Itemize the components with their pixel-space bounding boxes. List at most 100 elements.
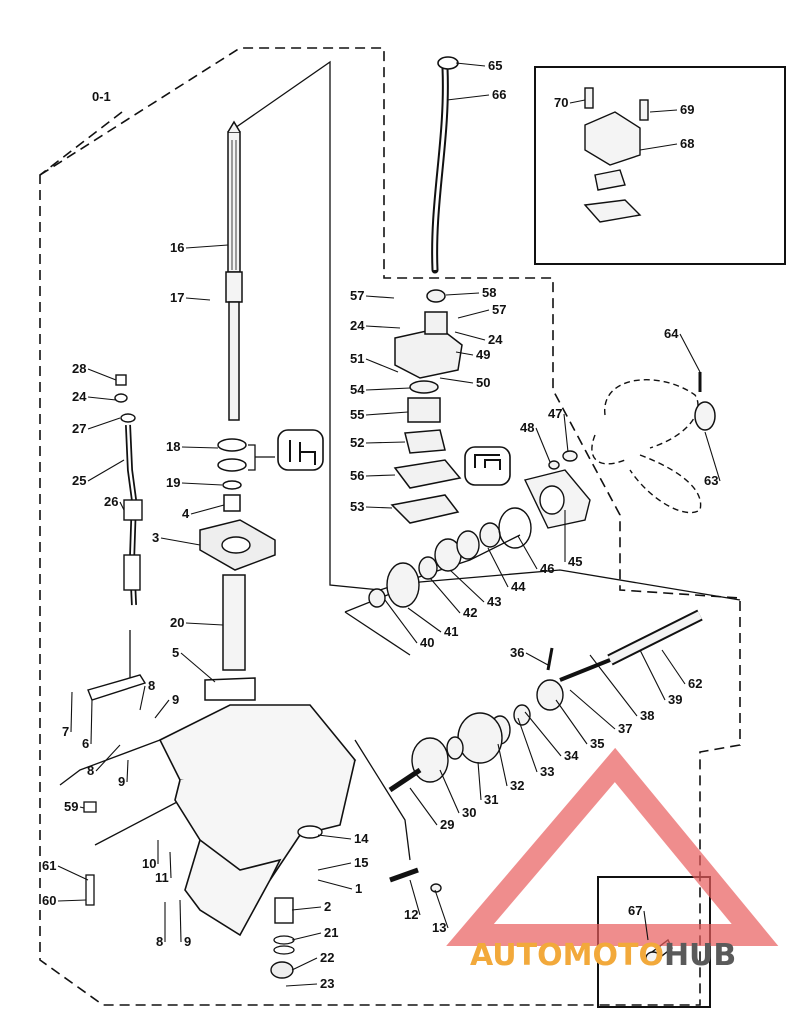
callout-11: 11 [155, 870, 169, 885]
callout-leader-28 [87, 368, 117, 381]
callout-32: 32 [510, 778, 524, 793]
callout-leader-24 [87, 396, 117, 401]
callout-51: 51 [350, 351, 364, 366]
callout-56: 56 [350, 468, 364, 483]
callout-60: 60 [42, 893, 56, 908]
callout-leader-22 [291, 957, 318, 971]
callout-40: 40 [420, 635, 434, 650]
callout-leader-54 [365, 387, 411, 391]
callout-9: 9 [184, 934, 191, 949]
callout-64: 64 [664, 326, 679, 341]
callout-43: 43 [487, 594, 501, 609]
callout-leader-39 [639, 649, 666, 701]
callout-45: 45 [568, 554, 582, 569]
callout-65: 65 [488, 58, 502, 73]
callout-24: 24 [72, 389, 87, 404]
callout-leader-61 [57, 865, 89, 881]
callout-6: 6 [82, 736, 89, 751]
callout-leader-19 [181, 482, 223, 486]
callout-8: 8 [87, 763, 94, 778]
propeller [591, 379, 702, 514]
callout-12: 12 [404, 907, 418, 922]
callout-leader-31 [477, 761, 482, 801]
callout-leader-18 [181, 446, 219, 449]
callout-68: 68 [680, 136, 694, 151]
svg-text:AUTOMOTOHUB: AUTOMOTOHUB [470, 938, 736, 973]
callout-22: 22 [320, 950, 334, 965]
callout-leader-70 [569, 99, 586, 104]
callout-47: 47 [548, 406, 562, 421]
callout-35: 35 [590, 736, 604, 751]
callout-39: 39 [668, 692, 682, 707]
callout-leader-32 [497, 743, 508, 787]
assembly-outline [39, 47, 741, 1006]
callout-57: 57 [492, 302, 506, 317]
callout-leader-15 [317, 862, 352, 871]
callout-leader-48 [535, 427, 551, 463]
callout-33: 33 [540, 764, 554, 779]
callout-leader-59 [79, 806, 85, 809]
callout-leader-25 [87, 459, 125, 482]
callout-leader-52 [365, 441, 406, 444]
callout-leader-36 [525, 652, 549, 666]
callout-61: 61 [42, 858, 56, 873]
callout-leader-33 [517, 717, 538, 773]
callout-29: 29 [440, 817, 454, 832]
callout-leader-68 [639, 143, 678, 151]
callout-leader-23 [285, 983, 318, 987]
callout-leader-55 [365, 411, 409, 416]
callout-49: 49 [476, 347, 490, 362]
callout-70: 70 [554, 95, 568, 110]
callout-leader-57 [365, 295, 395, 299]
callout-leader-14 [317, 834, 352, 840]
callout-62: 62 [688, 676, 702, 691]
inset-water-pump-housing [534, 66, 786, 265]
callout-57: 57 [350, 288, 364, 303]
callout-16: 16 [170, 240, 184, 255]
callout-leader-8 [95, 744, 121, 772]
callout-leader-66 [446, 94, 490, 101]
callout-24: 24 [350, 318, 365, 333]
callout-leader-56 [365, 474, 396, 477]
callout-leader-62 [661, 649, 686, 685]
callout-leader-42 [429, 577, 461, 614]
callout-leader-51 [365, 358, 399, 373]
callout-14: 14 [354, 831, 369, 846]
callout-leader-24 [365, 325, 401, 329]
callout-34: 34 [564, 748, 579, 763]
callout-41: 41 [444, 624, 458, 639]
callout-leader-30 [439, 769, 460, 814]
callout-leader-11 [169, 851, 172, 879]
callout-67: 67 [628, 903, 642, 918]
callout-leader-35 [555, 699, 588, 745]
callout-leader-58 [445, 292, 480, 296]
callout-3: 3 [152, 530, 159, 545]
callout-52: 52 [350, 435, 364, 450]
callout-21: 21 [324, 925, 338, 940]
callout-leader-16 [185, 244, 229, 249]
callout-leader-49 [455, 351, 474, 356]
callout-25: 25 [72, 473, 86, 488]
callout-46: 46 [540, 561, 554, 576]
callout-2: 2 [324, 899, 331, 914]
callout-leader-9 [179, 899, 182, 943]
callout-7: 7 [62, 724, 69, 739]
assembly-label: 0-1 [92, 89, 111, 104]
watermark-text: AUTOMOTOHUB [470, 938, 736, 973]
callout-leader-6 [90, 699, 93, 745]
callout-9: 9 [118, 774, 125, 789]
callout-leader-5 [180, 652, 216, 683]
callout-20: 20 [170, 615, 184, 630]
callout-23: 23 [320, 976, 334, 991]
callout-13: 13 [432, 920, 446, 935]
callout-leader-1 [317, 879, 353, 890]
callout-38: 38 [640, 708, 654, 723]
water-pump-housing-inset-parts [583, 87, 649, 223]
callout-leader-57 [457, 309, 490, 319]
callout-63: 63 [704, 473, 718, 488]
gearcase-housing [158, 704, 357, 937]
callout-4: 4 [182, 506, 190, 521]
callout-leader-21 [291, 932, 322, 941]
watermark-logo [446, 747, 779, 946]
callout-54: 54 [350, 382, 365, 397]
